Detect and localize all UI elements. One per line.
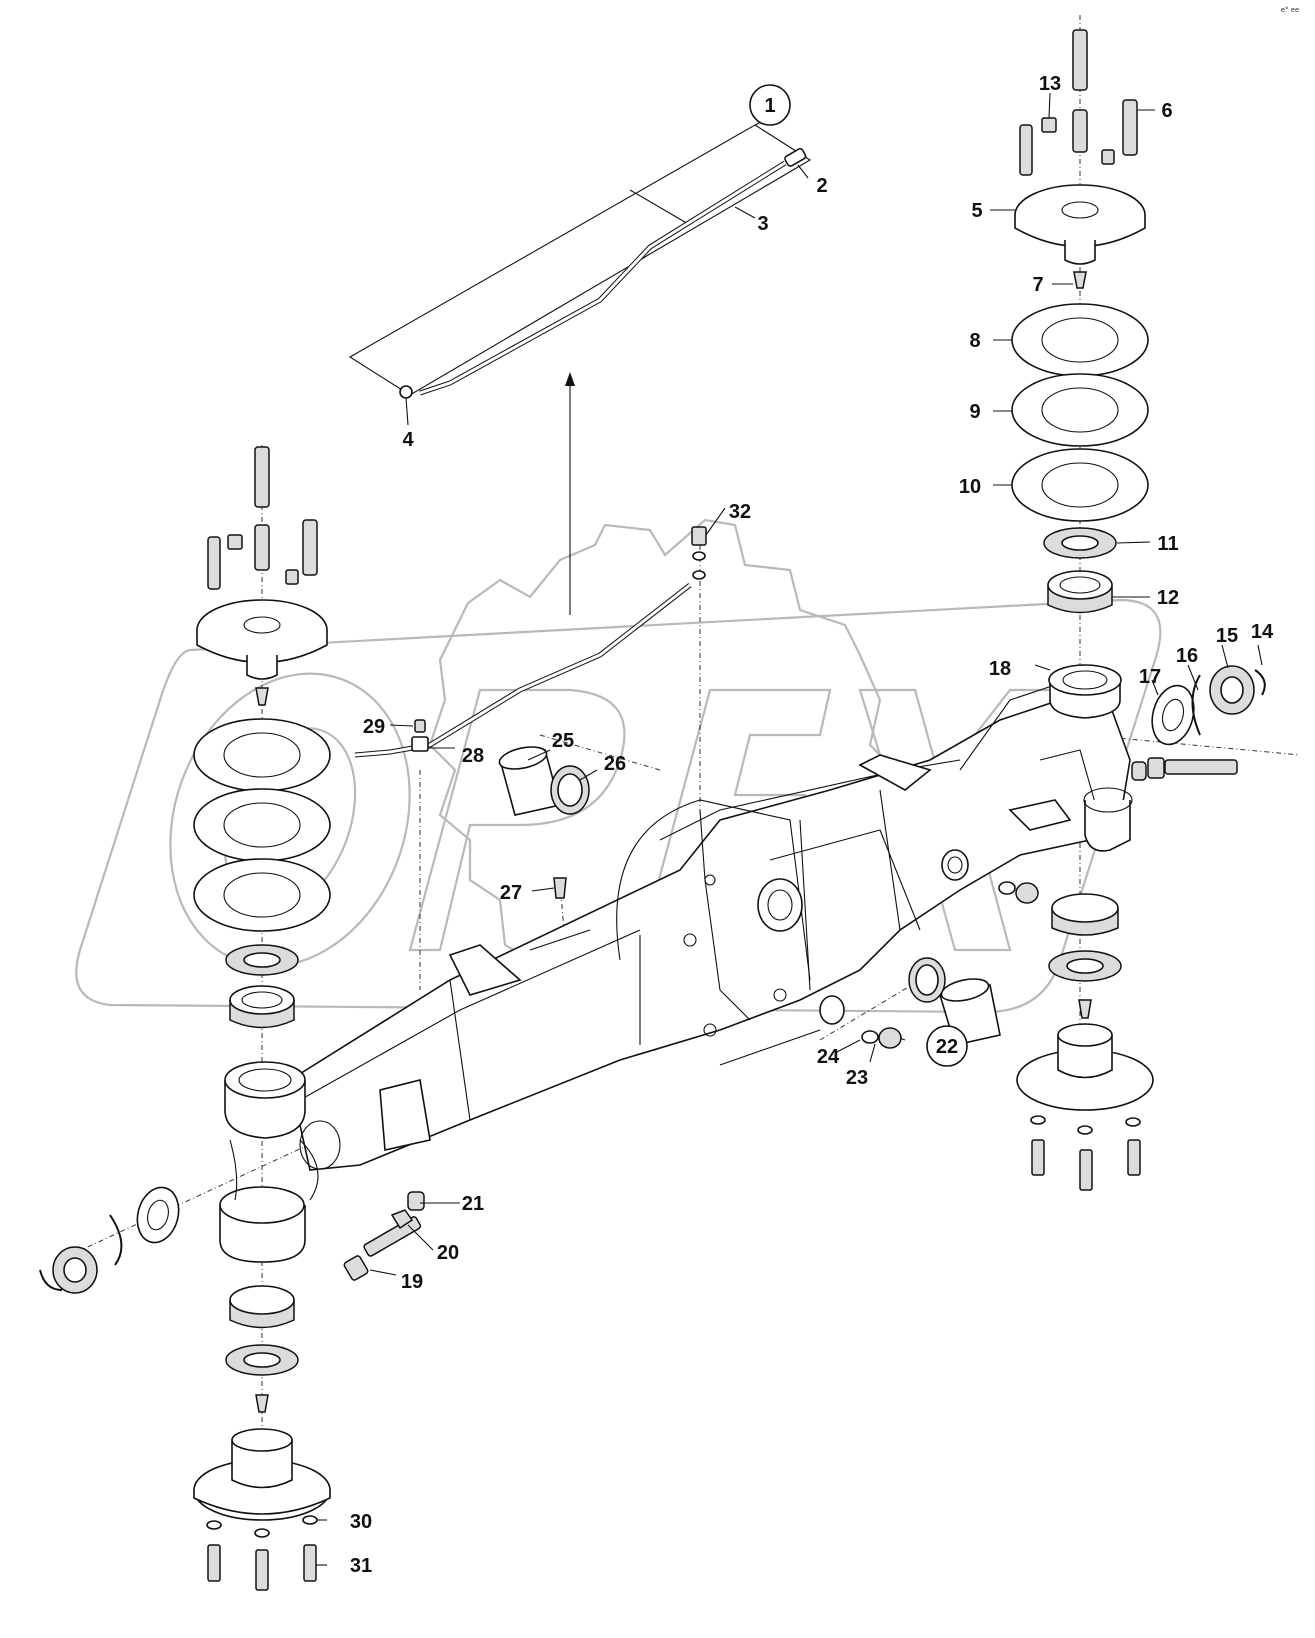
- callout-19: 19: [401, 1271, 423, 1293]
- axle-housing: [289, 679, 1131, 1171]
- callout-20: 20: [437, 1242, 459, 1264]
- callout-14: 14: [1251, 621, 1274, 643]
- right-stack: [1011, 29, 1149, 614]
- callout-4: 4: [402, 429, 414, 451]
- callout-31: 31: [350, 1555, 372, 1577]
- callout-26: 26: [604, 753, 626, 775]
- callout-12: 12: [1157, 587, 1179, 609]
- callout-28: 28: [462, 745, 484, 767]
- left-pivot: [219, 1061, 341, 1263]
- callout-16: 16: [1176, 645, 1198, 667]
- callout-labels: 1 2 3 4 5 6 7 8 9 10 11 12 13 14 15 16 1…: [350, 73, 1274, 1577]
- callout-1: 1: [764, 95, 775, 117]
- left-upper-stack: [193, 446, 331, 1029]
- callout-15: 15: [1216, 625, 1238, 647]
- corner-mark: e° ee: [1281, 6, 1300, 14]
- hose-kit-inset: [348, 124, 812, 615]
- callout-11: 11: [1157, 533, 1178, 555]
- callout-5: 5: [971, 200, 982, 222]
- callout-10: 10: [959, 476, 981, 498]
- callout-32: 32: [729, 501, 751, 523]
- callout-25: 25: [552, 730, 574, 752]
- callout-27: 27: [500, 882, 522, 904]
- callout-22: 22: [936, 1036, 958, 1058]
- callout-21: 21: [462, 1193, 484, 1215]
- callout-9: 9: [969, 401, 980, 423]
- callout-3: 3: [757, 213, 768, 235]
- loose-parts: [39, 526, 1266, 1294]
- right-lower-hub: [1016, 893, 1154, 1191]
- callout-13: 13: [1039, 73, 1061, 95]
- callout-24: 24: [817, 1046, 840, 1068]
- callout-8: 8: [969, 330, 980, 352]
- callout-18: 18: [989, 658, 1011, 680]
- callout-17: 17: [1139, 666, 1161, 688]
- right-pivot: [1048, 664, 1133, 852]
- callout-6: 6: [1161, 100, 1172, 122]
- callout-23: 23: [846, 1067, 868, 1089]
- callout-2: 2: [816, 175, 827, 197]
- callout-29: 29: [363, 716, 385, 738]
- leader-lines: [316, 84, 1263, 1566]
- callout-7: 7: [1032, 274, 1043, 296]
- left-lower-stack: [193, 1285, 331, 1591]
- callout-30: 30: [350, 1511, 372, 1533]
